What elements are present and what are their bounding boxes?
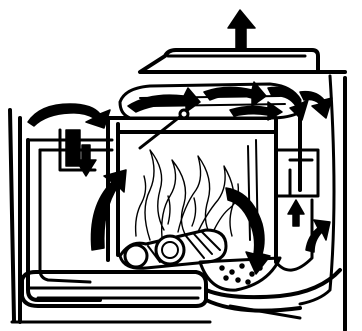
right-rising-arrow <box>306 220 330 252</box>
right-small-arrow <box>288 200 304 226</box>
left-intake-arrow <box>28 104 110 128</box>
flue-collar <box>140 50 345 72</box>
ash-pan <box>200 258 280 290</box>
hearth-tray <box>22 270 340 318</box>
flue-exhaust-arrow <box>228 10 255 48</box>
fire-flames <box>136 150 239 240</box>
